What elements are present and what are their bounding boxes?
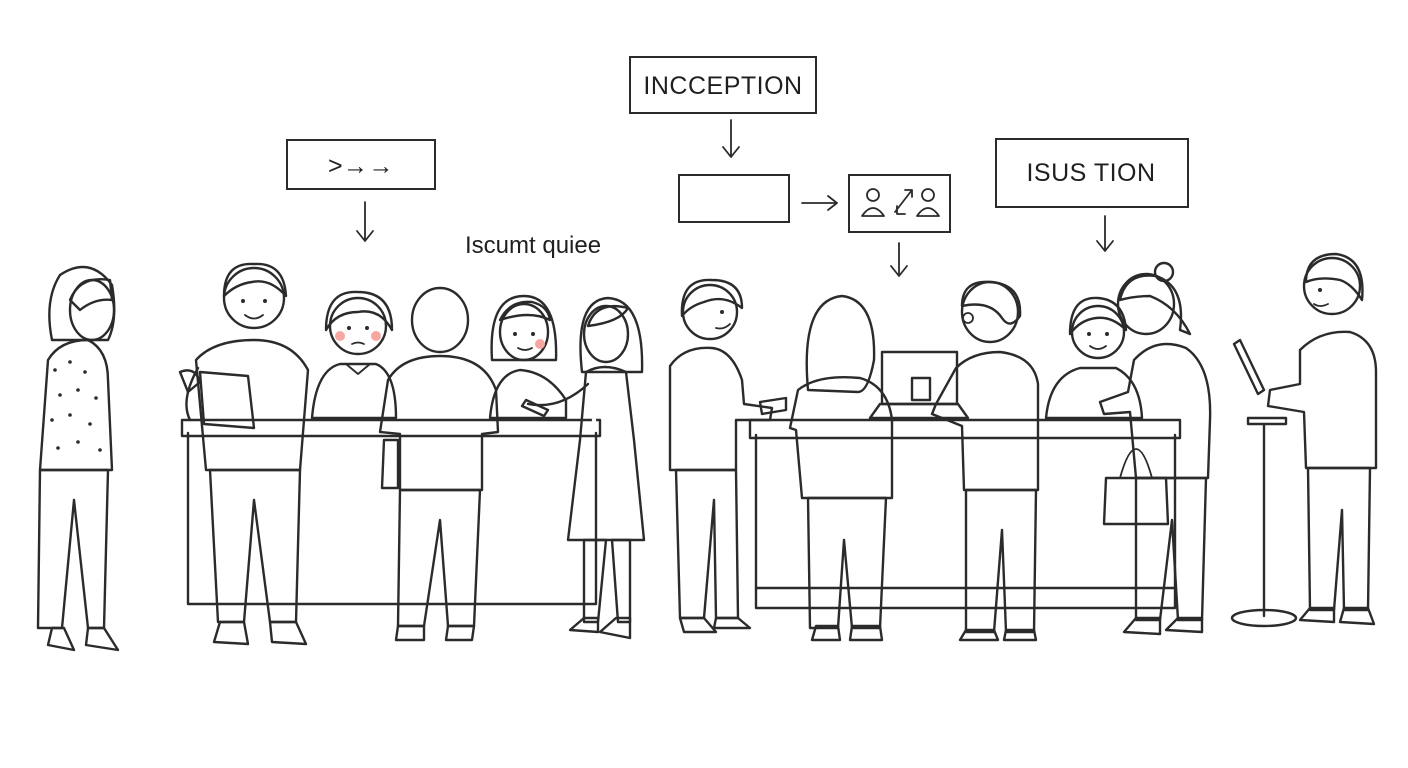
down-arrow-icon [722,119,740,158]
person-man-tablet [1232,252,1378,626]
clipboard [198,370,256,430]
down-arrow-icon [356,201,374,242]
issue-station-sign-text: ISUS TION [1026,159,1155,187]
person-woman-coral-dress [520,296,646,640]
kiosk-stand [1230,416,1298,628]
person-blonde-back [788,294,894,642]
person-staff-woman [488,294,568,420]
person-woman-bun [1098,261,1212,636]
inception-sign-text: INCCEPTION [643,72,802,100]
laptop-icon [868,350,970,420]
handbag [1102,448,1170,526]
tablet-icon [1232,338,1266,396]
issue-station-sign: ISUS TION [995,138,1189,208]
down-arrow-icon [1096,215,1114,252]
person-man-glasses [910,280,1040,642]
person-man-clipboard [178,262,310,646]
inception-sign: INCCEPTION [629,56,817,114]
person-waiting-woman [36,265,120,652]
down-arrow-icon [890,242,908,277]
right-arrow-icon [801,195,838,211]
left-counter [180,418,602,606]
people-swap-sign [848,174,951,233]
people-swap-icon [861,188,940,217]
person-staff-girl [310,290,398,420]
person-staff-kid [1044,296,1144,420]
left-arrow-sign-text: >→→ [328,152,394,180]
blank-sign [678,174,790,223]
left-arrow-sign: >→→ [286,139,436,190]
person-grey-hair-back [378,286,500,642]
queue-caption: Iscumt quiee [465,232,601,259]
person-man-teal [668,278,788,634]
